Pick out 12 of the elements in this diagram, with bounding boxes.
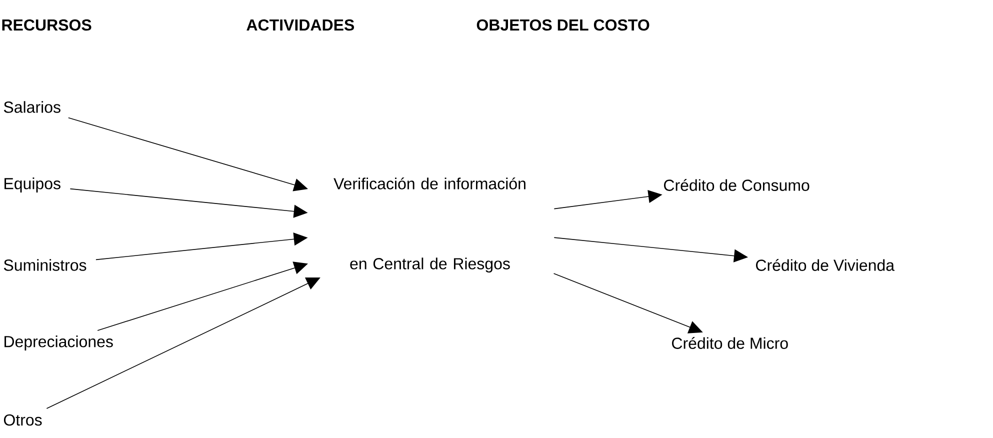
resource-label: Depreciaciones	[4, 336, 113, 350]
column-heading: ACTIVIDADES	[246, 19, 354, 31]
cost-object-label: Crédito de Micro	[672, 337, 788, 349]
activity-label: Verificación de información en Central de Riesgos	[334, 177, 526, 273]
resource-label: Salarios	[4, 101, 60, 113]
resource-label: Suministros	[4, 259, 86, 271]
column-heading: RECURSOS	[2, 19, 92, 31]
resource-label: Otros	[4, 414, 42, 426]
column-heading: OBJETOS DEL COSTO	[476, 19, 650, 31]
cost-object-label: Crédito de Consumo	[664, 179, 810, 191]
resource-label: Equipos	[4, 178, 60, 192]
cost-object-label: Crédito de Vivienda	[756, 259, 895, 271]
